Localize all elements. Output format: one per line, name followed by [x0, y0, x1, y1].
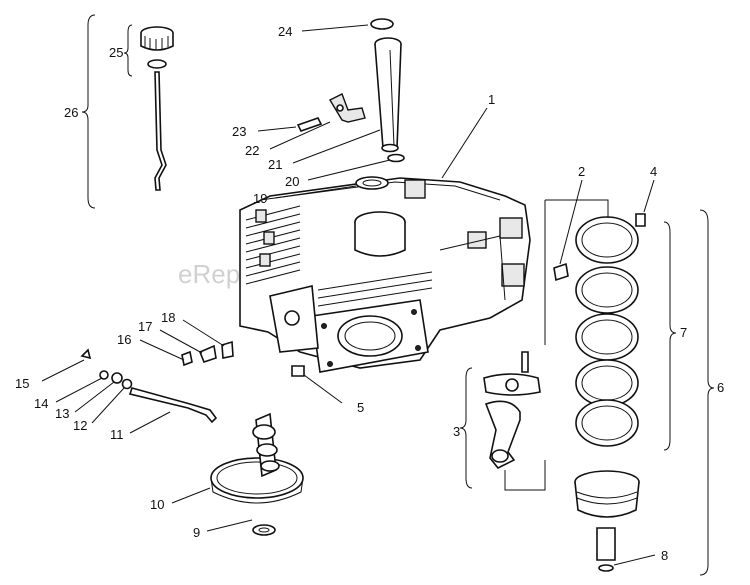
governor-lever-screw [181, 350, 193, 367]
callout-25: 25 [109, 45, 123, 60]
callout-12: 12 [73, 418, 87, 433]
dipstick [154, 71, 167, 191]
callout-21: 21 [268, 157, 282, 172]
callout-6: 6 [717, 380, 724, 395]
callout-17: 17 [138, 319, 152, 334]
dowel-plug [291, 365, 305, 377]
callout-26: 26 [64, 105, 78, 120]
callout-15: 15 [15, 376, 29, 391]
callout-19: 19 [253, 191, 267, 206]
callout-11: 11 [110, 427, 124, 442]
bracket-hole [336, 104, 344, 112]
callout-7: 7 [680, 325, 687, 340]
governor-shaft [128, 387, 218, 424]
callout-8: 8 [661, 548, 668, 563]
leader-lines [41, 24, 656, 566]
callout-22: 22 [245, 143, 259, 158]
pin-retainer [598, 564, 614, 572]
callout-5: 5 [357, 400, 364, 415]
dipstick-tube [374, 37, 402, 153]
bracket-7 [663, 221, 677, 451]
callout-9: 9 [193, 525, 200, 540]
camshaft-washer [252, 524, 276, 536]
washer-12 [121, 378, 133, 390]
callout-24: 24 [278, 24, 292, 39]
piston-ring-set [575, 216, 639, 447]
callout-4: 4 [650, 164, 657, 179]
callout-18: 18 [161, 310, 175, 325]
tube-o-ring-top [370, 18, 394, 30]
washer-13 [111, 372, 123, 384]
tube-o-ring-bottom [387, 153, 405, 163]
cotter-pin [80, 348, 92, 360]
bracket-26 [81, 14, 96, 209]
cap-o-ring [147, 59, 167, 69]
tube-screw [296, 117, 323, 132]
bracket-3 [459, 367, 473, 489]
connecting-rod [483, 351, 541, 470]
callout-20: 20 [285, 174, 299, 189]
callout-14: 14 [34, 396, 48, 411]
governor-clip [221, 340, 234, 359]
callout-16: 16 [117, 332, 131, 347]
connecting-rod-bolt-nut [553, 262, 569, 282]
callout-1: 1 [488, 92, 495, 107]
cylinder-block [239, 177, 531, 373]
oil-fill-cap [140, 26, 174, 51]
piston-pin [596, 527, 616, 561]
tube-bracket [329, 93, 366, 123]
camshaft-gear [210, 412, 304, 504]
bracket-25 [123, 24, 133, 77]
governor-lever [198, 344, 217, 363]
breather-gasket [355, 176, 389, 190]
callout-2: 2 [578, 164, 585, 179]
callout-23: 23 [232, 124, 246, 139]
callout-3: 3 [453, 424, 460, 439]
washer-14 [99, 370, 109, 380]
ring-retainer [635, 213, 646, 227]
bracket-6 [699, 209, 715, 576]
piston [574, 470, 640, 518]
callout-13: 13 [55, 406, 69, 421]
callout-10: 10 [150, 497, 164, 512]
